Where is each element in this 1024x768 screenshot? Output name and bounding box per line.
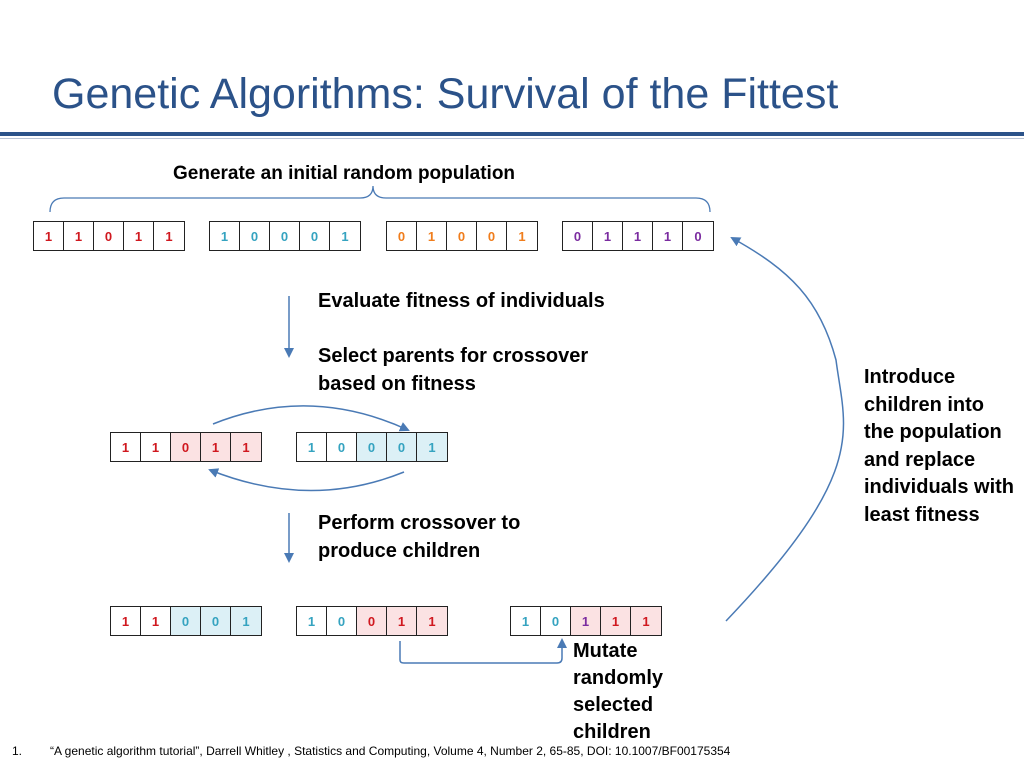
bit: 0 — [541, 607, 571, 635]
population-brace — [49, 185, 711, 213]
footnote-reference: “A genetic algorithm tutorial”, Darrell … — [50, 744, 731, 758]
title-divider — [0, 132, 1024, 136]
bit: 1 — [341, 228, 349, 244]
bit: 1 — [417, 607, 447, 635]
reintroduce-arrow — [725, 237, 845, 622]
bit: 0 — [327, 433, 357, 461]
bit: 0 — [387, 433, 417, 461]
bit: 0 — [447, 222, 477, 250]
child-chromosome-2: 1 0 0 1 1 — [296, 606, 448, 636]
bit: 1 — [141, 607, 171, 635]
population-chromosome-1: 1 1 0 1 1 — [33, 221, 185, 251]
crossover-arc-top — [212, 405, 410, 432]
child-chromosome-1: 1 1 0 0 1 — [110, 606, 262, 636]
bit: 1 — [210, 222, 240, 250]
mutated-chromosome: 1 0 1 1 1 — [510, 606, 662, 636]
bit: 0 — [477, 222, 507, 250]
bit: 1 — [34, 222, 64, 250]
bit: 1 — [387, 607, 417, 635]
bit: 1 — [623, 222, 653, 250]
bit: 1 — [601, 607, 631, 635]
crossover-label: Perform crossover to produce children — [318, 512, 521, 562]
bit: 0 — [387, 222, 417, 250]
bit: 0 — [240, 222, 270, 250]
bit: 1 — [653, 222, 683, 250]
mutate-arrow — [399, 638, 567, 664]
bit: 0 — [357, 433, 387, 461]
bit: 1 — [297, 433, 327, 461]
bit: 1 — [297, 607, 327, 635]
bit: 1 — [631, 607, 661, 635]
mutated-bit: 1 — [571, 607, 601, 635]
bit: 1 — [124, 222, 154, 250]
bit: 1 — [593, 222, 623, 250]
bit: 0 — [201, 607, 231, 635]
bit: 1 — [231, 607, 261, 635]
bit: 1 — [417, 433, 447, 461]
evaluate-label: Evaluate fitness of individuals — [318, 290, 605, 312]
generate-label: Generate an initial random population — [173, 163, 516, 184]
bit: 1 — [417, 222, 447, 250]
select-label: Select parents for crossover based on fi… — [318, 345, 589, 395]
page-title: Genetic Algorithms: Survival of the Fitt… — [52, 70, 839, 118]
bit: 0 — [327, 607, 357, 635]
population-chromosome-2: 1 0 0 0 1 — [209, 221, 361, 251]
parent-chromosome-2: 1 0 0 0 1 — [296, 432, 448, 462]
bit: 1 — [201, 433, 231, 461]
introduce-label: Introduce children into the population a… — [864, 366, 1015, 526]
population-chromosome-3: 0 1 0 0 1 — [386, 221, 538, 251]
bit: 1 — [111, 607, 141, 635]
bit: 1 — [141, 433, 171, 461]
bit: 1 — [518, 228, 526, 244]
crossover-arc-bottom — [208, 468, 405, 492]
bit: 1 — [165, 228, 173, 244]
mutate-label: Mutate randomly selected children — [573, 640, 664, 743]
bit: 0 — [300, 222, 330, 250]
bit: 1 — [231, 433, 261, 461]
bit: 0 — [171, 433, 201, 461]
parent-chromosome-1: 1 1 0 1 1 — [110, 432, 262, 462]
bit: 1 — [511, 607, 541, 635]
bit: 0 — [270, 222, 300, 250]
bit: 0 — [563, 222, 593, 250]
bit: 1 — [64, 222, 94, 250]
footnote-number: 1. — [12, 744, 23, 758]
bit: 0 — [94, 222, 124, 250]
bit: 0 — [357, 607, 387, 635]
bit: 1 — [111, 433, 141, 461]
bit: 0 — [694, 228, 702, 244]
population-chromosome-4: 0 1 1 1 0 — [562, 221, 714, 251]
bit: 0 — [171, 607, 201, 635]
title-divider-shadow — [0, 138, 1024, 139]
